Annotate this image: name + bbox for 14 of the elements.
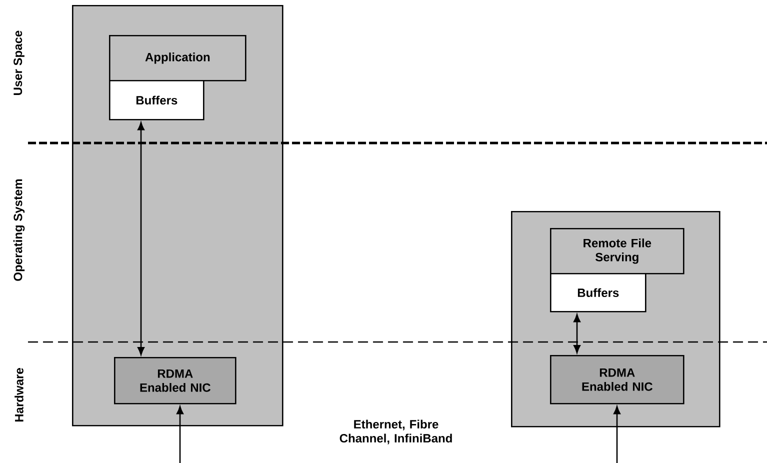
- file-serving-box: Remote File Serving: [550, 228, 684, 274]
- arrow: [176, 406, 184, 463]
- nic-box: RDMA Enabled NIC: [550, 355, 684, 404]
- layer-label: Operating System: [13, 179, 25, 281]
- application-box: Application: [109, 35, 246, 82]
- layer-label: User Space: [14, 30, 24, 95]
- layer-label: Hardware: [14, 368, 24, 422]
- network-label: Ethernet, Fibre Channel, InfiniBand: [340, 420, 452, 444]
- arrow: [138, 122, 144, 356]
- nic-box: RDMA Enabled NIC: [114, 357, 236, 404]
- arrow: [574, 314, 580, 354]
- buffers-box: Buffers: [109, 80, 204, 120]
- buffers-box: Buffers: [550, 273, 646, 312]
- arrow: [614, 406, 620, 463]
